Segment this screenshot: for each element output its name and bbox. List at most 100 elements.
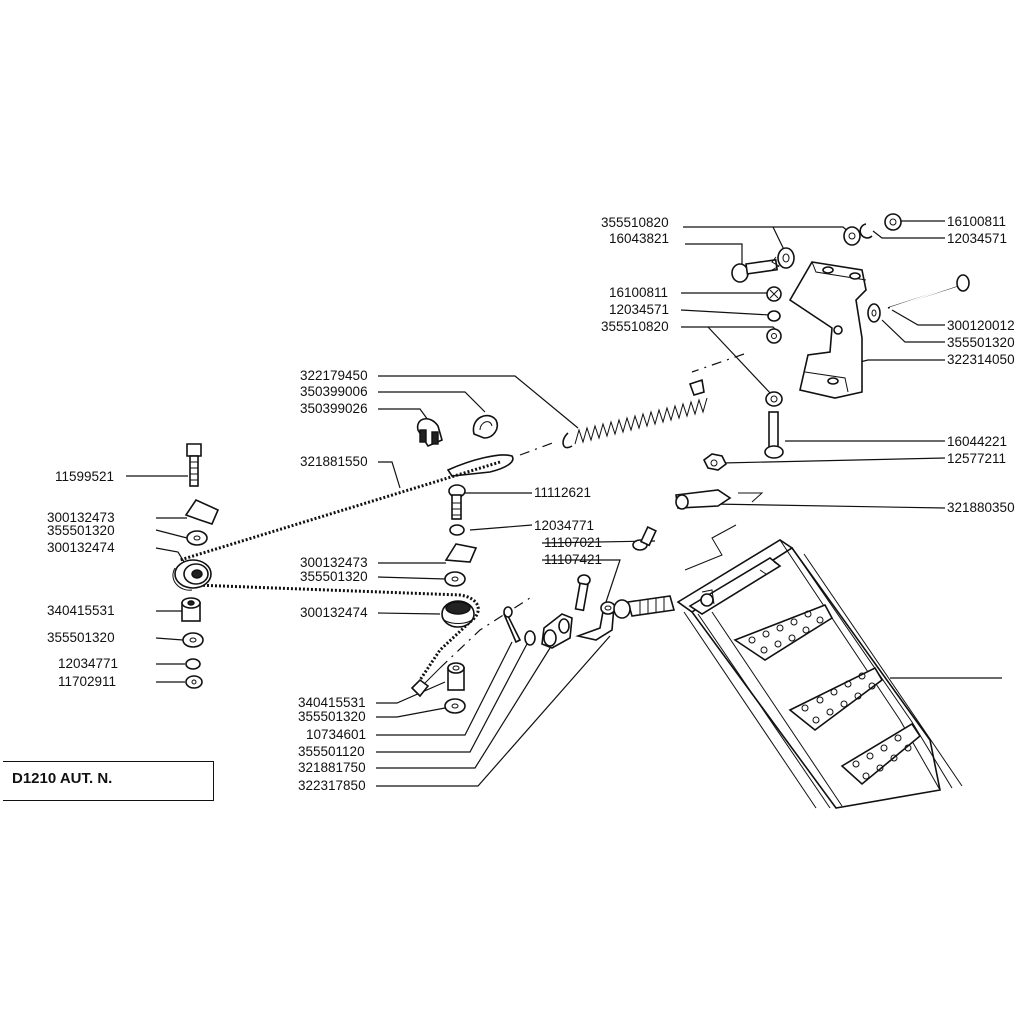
leader-321880350 — [711, 503, 946, 509]
part-label: 10734601 — [306, 727, 366, 742]
part-label: 300132473 — [300, 555, 368, 570]
leader-322317850 — [376, 635, 611, 787]
washer — [444, 698, 466, 714]
leader-355501320-mid — [377, 576, 447, 580]
leader-350399006 — [378, 391, 486, 413]
break-line — [771, 256, 781, 271]
pulley-middle — [441, 600, 475, 628]
part-label: 16043821 — [609, 231, 669, 246]
clevis-pin — [675, 489, 732, 510]
split-pin — [503, 606, 522, 644]
leader-10734601 — [376, 641, 513, 736]
part-label: 11112621 — [534, 485, 591, 500]
part-label: 16100811 — [609, 285, 668, 300]
washer — [766, 328, 782, 344]
part-label: 300132473 — [47, 510, 115, 525]
washer — [843, 226, 861, 246]
leader-12034571 — [680, 309, 771, 316]
centerline — [691, 353, 745, 373]
lock-washer — [767, 310, 781, 322]
leader-350399026 — [378, 408, 429, 421]
part-label: 355510820 — [601, 215, 669, 230]
lock-washer — [449, 524, 465, 536]
spacer — [447, 662, 465, 691]
part-label: 300132474 — [47, 540, 115, 555]
leader-11107421 — [542, 559, 621, 606]
centerline — [439, 597, 531, 669]
part-label: 300132474 — [300, 605, 368, 620]
part-label: 11107421 — [544, 552, 602, 567]
leader-355510820 — [681, 326, 780, 334]
nut — [185, 675, 203, 689]
centerline — [738, 492, 764, 503]
part-label: 355501320 — [300, 569, 368, 584]
bolt — [764, 411, 784, 459]
parts — [172, 213, 1002, 809]
spacer — [181, 597, 201, 622]
part-label: 340415531 — [298, 695, 366, 710]
leader-300132474-mid — [377, 612, 441, 615]
part-label: 322179450 — [300, 368, 368, 383]
leader-355501320-right — [881, 319, 945, 343]
bolt — [731, 258, 779, 283]
part-labels: 355510820 16043821 16100811 12034571 161… — [47, 214, 1015, 793]
cable-clamp — [416, 418, 443, 448]
leader-355510820-lower — [707, 326, 773, 396]
part-label: 12034571 — [947, 231, 1007, 246]
cable — [179, 454, 514, 681]
part-label: 12034771 — [534, 518, 594, 533]
bolt — [448, 484, 466, 520]
cable-thimble — [472, 414, 499, 439]
step-ladder — [676, 539, 1002, 809]
part-label: 322317850 — [298, 778, 366, 793]
pulley-left — [172, 559, 212, 591]
leader-lines — [126, 220, 946, 787]
washer — [867, 303, 881, 323]
bolt — [632, 525, 657, 551]
lock-washer — [859, 223, 873, 239]
leader-12034571-right — [872, 230, 945, 239]
part-label: 11599521 — [55, 469, 114, 484]
long-bolt — [887, 274, 970, 309]
washer — [777, 247, 795, 269]
part-label: 16100811 — [947, 214, 1006, 229]
cable-guide — [184, 498, 220, 525]
leader-321881750 — [376, 647, 551, 769]
leader-321881550 — [378, 461, 401, 489]
washer — [444, 571, 466, 587]
cable-guide — [444, 543, 478, 563]
part-label: 321881550 — [300, 454, 368, 469]
washer — [765, 391, 783, 407]
leader-322179450 — [378, 375, 579, 429]
part-label: 12034571 — [609, 302, 669, 317]
part-label: 12034771 — [58, 656, 118, 671]
washer — [524, 630, 536, 646]
washer — [182, 632, 204, 648]
part-label: 355501320 — [298, 709, 366, 724]
part-label: 350399006 — [300, 384, 368, 399]
nut — [884, 213, 902, 231]
part-label: 12577211 — [947, 451, 1006, 466]
leader-355501320-low — [376, 707, 446, 718]
part-label: 16044221 — [947, 434, 1007, 449]
lever — [575, 601, 616, 641]
leader-355510820-top — [683, 226, 851, 234]
lock-washer — [185, 658, 201, 670]
mounting-bracket — [788, 261, 867, 399]
part-label: 11107021 — [544, 535, 602, 550]
part-label: 355501320 — [47, 523, 115, 538]
part-label: 11702911 — [58, 674, 116, 689]
part-label: 321881750 — [298, 760, 366, 775]
bolt — [186, 443, 202, 487]
bolt — [574, 574, 591, 612]
part-label: 355510820 — [601, 319, 669, 334]
cable-end — [410, 667, 441, 698]
leader-16043821 — [685, 243, 743, 268]
washer — [186, 530, 208, 546]
leader-12577211 — [721, 457, 946, 464]
part-label: 340415531 — [47, 603, 115, 618]
title-block — [3, 761, 214, 801]
leader-300132474-left — [155, 547, 187, 566]
clevis — [541, 613, 573, 649]
